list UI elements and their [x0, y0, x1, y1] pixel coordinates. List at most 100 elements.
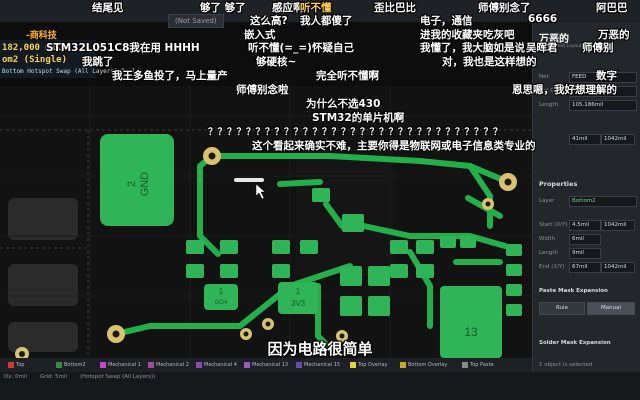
panel-header-sub: Component Layout Properties	[539, 44, 607, 49]
net-value[interactable]: FEED	[569, 72, 637, 83]
danmaku-comment: ？？？？？？？？？？？？？？？？？？？？？？？？？？？？？？？	[208, 127, 503, 138]
layer-tab-mech2[interactable]: Mechanical 2	[148, 361, 189, 369]
pad-go4-net: GO4	[215, 300, 228, 306]
danmaku-comment: 万恶的	[598, 29, 630, 41]
layer-tab-bottom-overlay[interactable]: Bottom Overlay	[400, 361, 447, 369]
layer-select[interactable]: Bottom2	[569, 196, 637, 207]
pad-3v3-net: 3V3	[291, 299, 306, 308]
section-paste-mask[interactable]: Paste Mask Expansion	[539, 288, 608, 294]
danmaku-comment: 这个看起来确实不难，主要你得是物联网或电子信息类专业的	[252, 140, 536, 152]
danmaku-comment: 为什么不选430	[306, 98, 381, 110]
pad-3v3-number: 1	[296, 287, 301, 296]
danmaku-comment: 感应啊	[272, 2, 304, 14]
end-x[interactable]: 67mil	[569, 262, 601, 273]
top-toolbar	[0, 0, 640, 22]
paste-rule-button[interactable]: Rule	[539, 302, 585, 315]
document-tab[interactable]: (Not Saved)	[168, 14, 224, 28]
layer-tab-mech15[interactable]: Mechanical 15	[296, 361, 340, 369]
status-delta: Dx: 0mil	[4, 374, 28, 380]
danmaku-comment: 我懂了，我大脑如是说	[420, 42, 525, 54]
layer-color-swatch	[244, 361, 250, 368]
danmaku-comment: 进我的收藏夹吃灰吧	[420, 29, 515, 41]
panel-header-top: 万恶的	[539, 34, 569, 45]
layer-tab-top[interactable]: Top	[8, 361, 24, 369]
layer-color-swatch	[350, 361, 356, 368]
danmaku-comment: 师傅别念了	[478, 2, 531, 14]
status-snap: (Hotspot Swap (All Layers))	[80, 374, 156, 380]
layer-color-swatch	[148, 361, 154, 368]
section-properties[interactable]: Properties	[539, 180, 578, 188]
layer-color-swatch	[56, 361, 62, 368]
coord-x[interactable]: 41mil	[569, 134, 601, 145]
pcb-layout-drawing[interactable]: 2 GND 13	[0, 86, 532, 358]
layer-tab-bottom2[interactable]: Bottom2	[56, 361, 86, 369]
width-value[interactable]: 6mil	[569, 234, 601, 245]
layer-tab-top-overlay[interactable]: Top Overlay	[350, 361, 387, 369]
info-snap-mode: Bottom Hotspot Swap (All Layers) Real	[2, 68, 136, 75]
danmaku-comment: 师傅别念啦	[236, 84, 289, 96]
danmaku-comment: 够了 够了	[200, 2, 246, 14]
info-layer-mode: om2 (Single)	[2, 55, 68, 65]
danmaku-comment: STM32L051C8我在用 HHHH	[46, 42, 200, 54]
start-y[interactable]: 1042mil	[601, 220, 635, 231]
start-label: Start (X/Y)	[539, 222, 568, 228]
danmaku-comment: 吴晖君	[526, 42, 558, 54]
danmaku-comment: 师傅别	[582, 42, 614, 54]
layer-color-swatch	[8, 361, 14, 368]
length-label: Length	[539, 102, 558, 108]
layer-tab-top-paste[interactable]: Top Paste	[462, 361, 494, 369]
properties-panel: 万恶的 Component Layout Properties Net FEED…	[532, 22, 640, 372]
danmaku-comment: 听不懂(=_=)怀疑自己	[248, 42, 354, 54]
start-x[interactable]: 4.5mil	[569, 220, 601, 231]
danmaku-comment: 完全听不懂啊	[316, 70, 379, 82]
pad-gnd-number: 2	[126, 181, 138, 187]
paste-manual-button[interactable]: Manual	[587, 302, 635, 315]
layer-color-swatch	[400, 361, 406, 368]
layer-tab-mech13[interactable]: Mechanical 13	[244, 361, 288, 369]
section-solder-mask[interactable]: Solder Mask Expansion	[539, 340, 611, 346]
danmaku-comment: 够硬核~	[256, 56, 297, 68]
layer-color-swatch	[462, 361, 468, 368]
pad-gnd-net: GND	[139, 172, 151, 197]
layer-color-swatch	[196, 361, 202, 368]
length2-value[interactable]: 9mil	[569, 248, 601, 259]
vias	[15, 147, 517, 358]
danmaku-comment: 听不懂	[300, 2, 332, 14]
netclass-value[interactable]: N/A	[569, 86, 637, 97]
length-value[interactable]: 105.186mil	[569, 100, 637, 111]
danmaku-comment: 这么高?	[250, 15, 288, 27]
danmaku-comment: STM32的单片机啊	[312, 112, 405, 124]
copper-traces	[113, 153, 511, 351]
status-bar: Dx: 0mil Grid: 5mil (Hotspot Swap (All L…	[0, 372, 640, 400]
layer-tabs-bar: Top Bottom2 Mechanical 1 Mechanical 2 Me…	[0, 358, 532, 372]
video-subtitle: 因为电路很简单	[267, 340, 373, 358]
danmaku-comment: 歪比巴比	[374, 2, 416, 14]
heads-up-info-panel: 182,000 mil om2 (Single) Bottom Hotspot …	[0, 40, 136, 78]
danmaku-comment: 数字	[596, 70, 617, 82]
end-label: End (X/Y)	[539, 264, 565, 270]
netclass-label: Net Class	[539, 88, 565, 94]
danmaku-comment: 阿巴巴	[596, 2, 628, 14]
status-grid: Grid: 5mil	[40, 374, 68, 380]
layer-color-swatch	[100, 361, 106, 368]
mouse-cursor-icon	[255, 183, 266, 200]
smd-pads	[186, 188, 522, 316]
layer-color-swatch	[296, 361, 302, 368]
layer-tab-mech4[interactable]: Mechanical 4	[196, 361, 237, 369]
watermark-text: -商科技	[26, 31, 57, 41]
danmaku-comment: 6666	[528, 13, 558, 25]
pad-3v3	[278, 282, 318, 314]
info-dimension: 182,000 mil	[2, 43, 62, 53]
pad-13	[440, 286, 502, 358]
danmaku-comment: 我跳了	[82, 56, 114, 68]
danmaku-comment: 结尾见	[92, 2, 124, 14]
layer-tab-mech1[interactable]: Mechanical 1	[100, 361, 141, 369]
selection-status: 1 object is selected	[539, 362, 593, 368]
coord-y[interactable]: 1042mil	[601, 134, 635, 145]
width-label: Width	[539, 236, 555, 242]
end-y[interactable]: 1042mil	[601, 262, 635, 273]
danmaku-comment: 我王多鱼投了，马上量产	[112, 70, 228, 82]
pcb-board-canvas[interactable]: 2 GND 13	[0, 86, 532, 358]
danmaku-comment: 对，我也是这样想的	[442, 56, 537, 68]
